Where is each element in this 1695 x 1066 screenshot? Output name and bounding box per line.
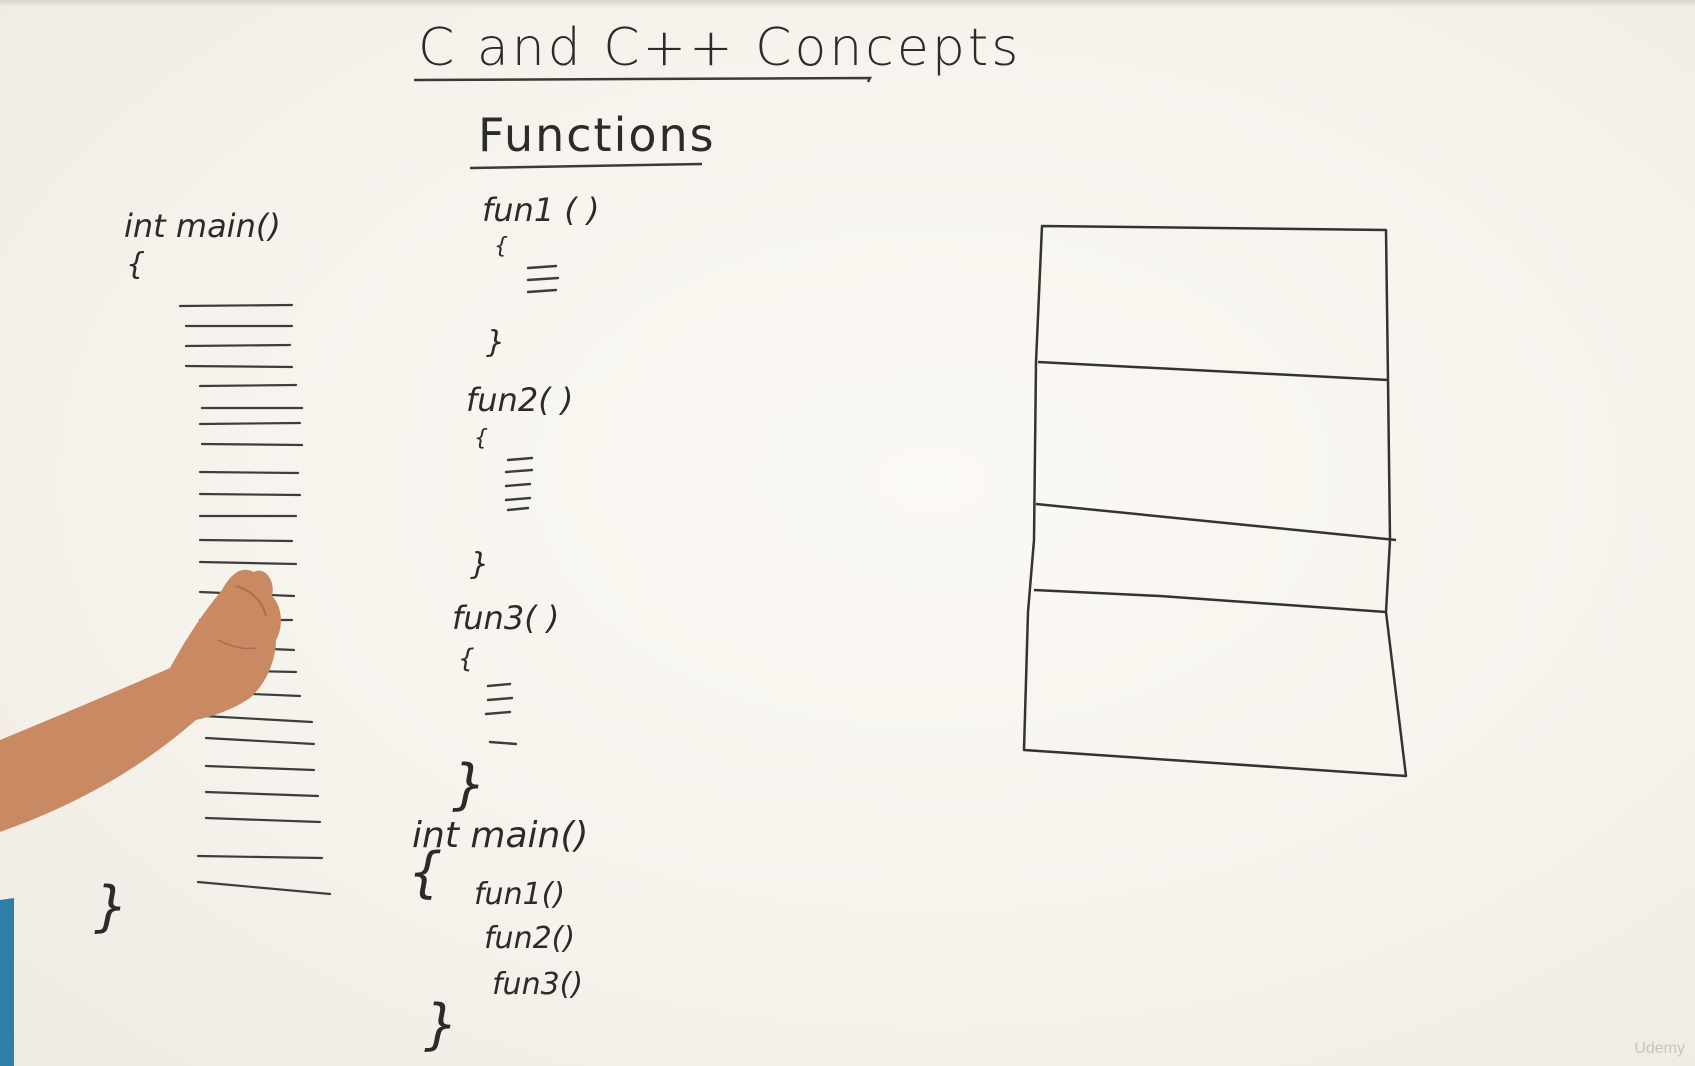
udemy-watermark: Udemy: [1634, 1040, 1685, 1057]
fun1-close-brace: }: [486, 325, 506, 360]
stack-outline: [1022, 224, 1408, 778]
fun3-close-brace: }: [452, 753, 487, 816]
left-main-close-brace: }: [94, 875, 129, 938]
fun1-body-lines: [526, 264, 560, 294]
fun3-header: fun3( ): [452, 599, 560, 637]
main-open-brace: {: [408, 841, 443, 904]
fun2-close-brace: }: [470, 547, 490, 582]
board-top-edge: [0, 0, 1695, 8]
stack-diagram: [1022, 224, 1408, 778]
left-main-open-brace: {: [126, 247, 146, 282]
subtitle-underline: [469, 162, 703, 170]
main-call-fun3: fun3(): [492, 967, 584, 1002]
stack-divider-1: [1037, 360, 1389, 382]
fun2-open-brace: {: [474, 426, 488, 451]
board-title: C and C++ Concepts: [418, 18, 1022, 78]
presenter-hand: [0, 569, 281, 1066]
main-close-brace: }: [424, 993, 459, 1056]
fun2-header: fun2( ): [466, 381, 574, 419]
fun3-open-brace: {: [458, 644, 475, 674]
fun3-body-lines: [484, 682, 518, 746]
fun2-body-lines: [504, 456, 534, 512]
left-main-header: int main(): [124, 207, 281, 245]
title-underline: [413, 76, 873, 83]
board-subtitle: Functions: [478, 108, 716, 162]
main-call-fun2: fun2(): [484, 921, 576, 956]
stack-divider-3: [1033, 588, 1387, 614]
stack-divider-2: [1035, 502, 1397, 542]
fun1-open-brace: {: [494, 234, 508, 259]
main-call-fun1: fun1(): [474, 877, 566, 912]
main-header: int main(): [412, 815, 589, 856]
fun1-header: fun1 ( ): [482, 191, 600, 229]
